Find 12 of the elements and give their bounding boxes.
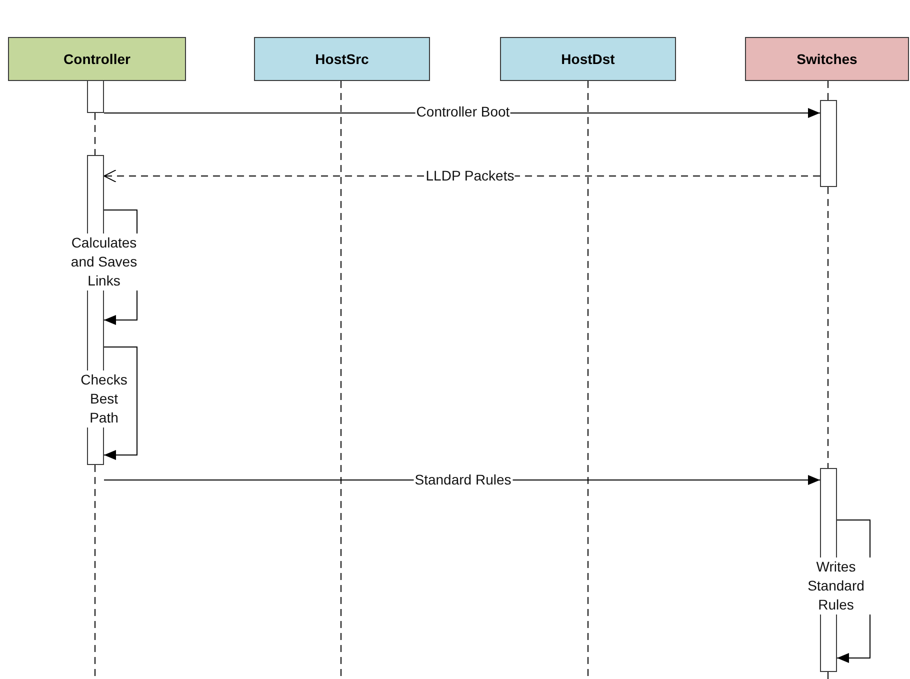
message-arrow	[104, 170, 820, 182]
self-message-arrow	[104, 346, 138, 460]
participant-box: Controller	[8, 37, 186, 81]
participant-box: Switches	[745, 37, 909, 81]
participant-box: HostSrc	[254, 37, 430, 81]
lifeline	[340, 80, 342, 679]
activation-bar	[820, 100, 837, 187]
lifeline	[94, 112, 96, 156]
activation-bar	[87, 80, 104, 113]
edge-label: Checks Best Path	[78, 370, 130, 428]
lifeline	[94, 464, 96, 679]
participant-box: HostDst	[500, 37, 676, 81]
